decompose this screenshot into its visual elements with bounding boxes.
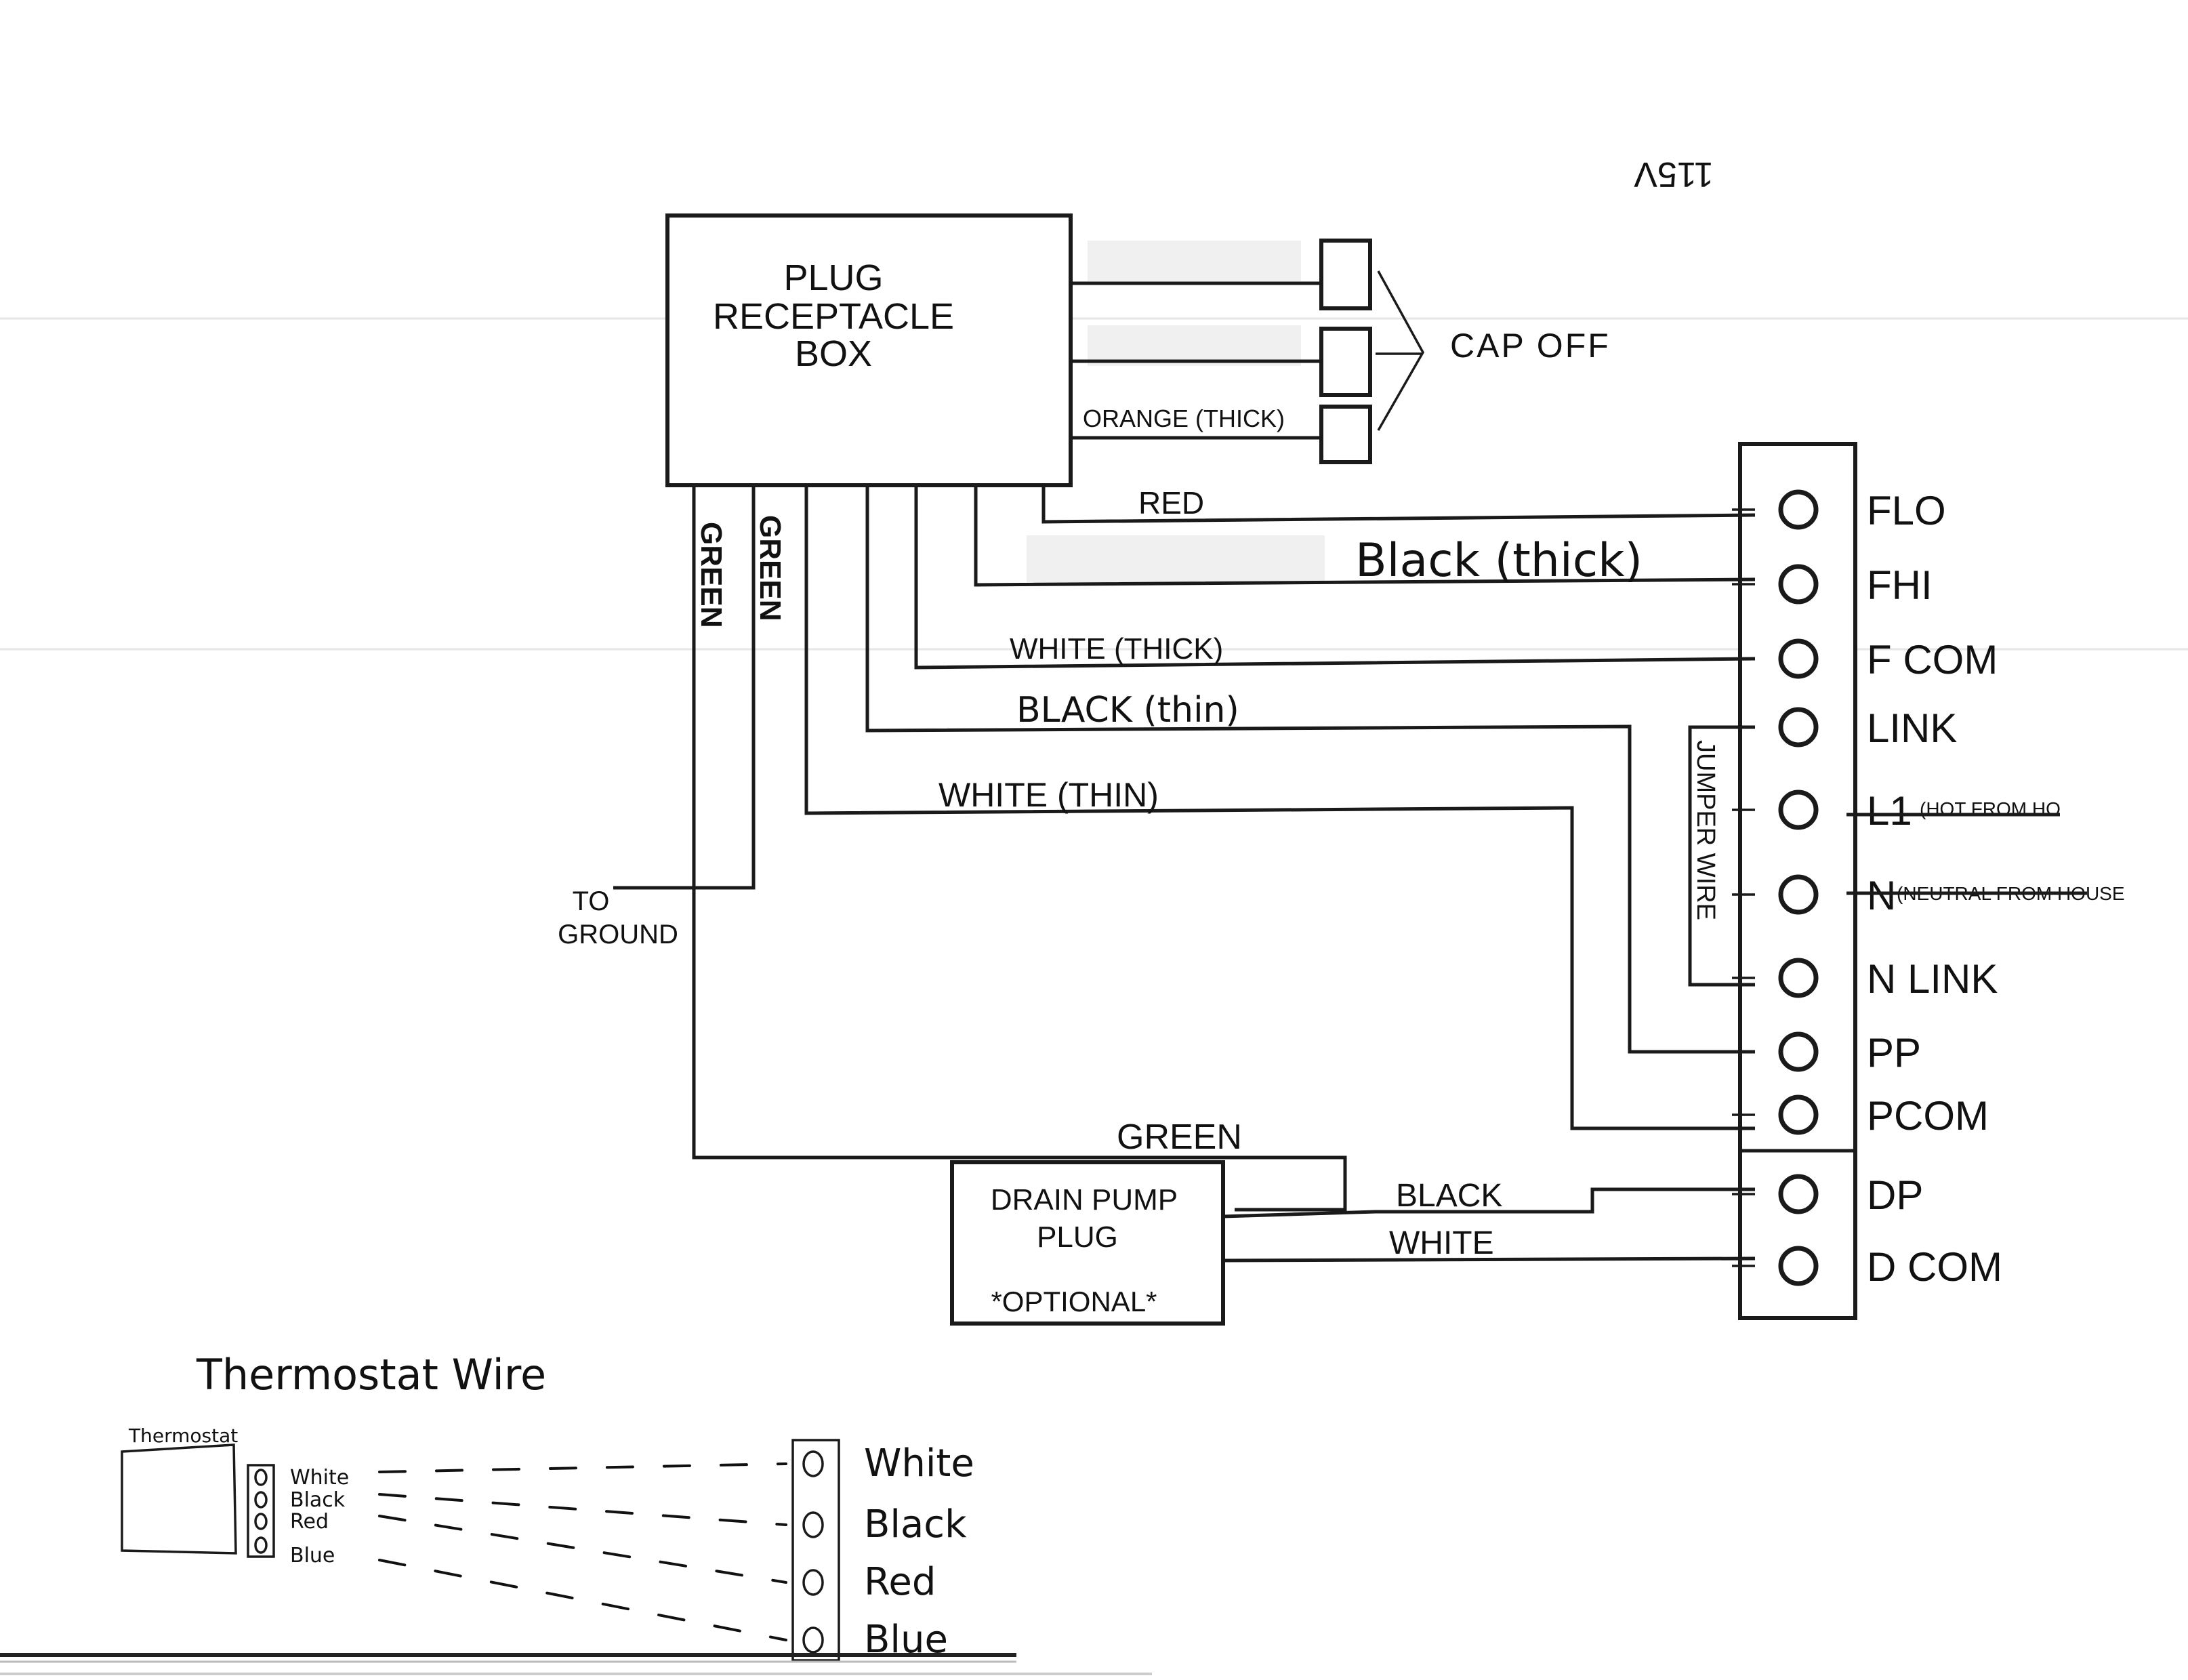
- terminal-screw-link: [1778, 707, 1819, 747]
- wire-black-thick: [974, 485, 1756, 587]
- wire-black-thin-label: BLACK (thin): [1016, 690, 1239, 731]
- wire-white-thin-label: WHITE (THIN): [938, 776, 1159, 814]
- thermostat-wire-black: [378, 1493, 787, 1526]
- thermostat-section: Thermostat Wire Thermostat WhiteBlackRed…: [121, 1350, 974, 1662]
- wire-drain-white-label: WHITE: [1389, 1225, 1494, 1261]
- terminal-label-n-link: N LINK: [1867, 956, 1998, 1002]
- terminal-screw-fhi: [1778, 564, 1819, 605]
- redaction-smear: [1088, 241, 1301, 281]
- terminal-label-pp: PP: [1867, 1030, 1921, 1075]
- plug-box-label-line3: BOX: [795, 333, 872, 374]
- plug-receptacle-box: PLUG RECEPTACLE BOX: [665, 213, 1073, 487]
- terminal-screw-flo: [1778, 489, 1819, 530]
- redaction-smear: [1088, 325, 1301, 366]
- terminal-label-fhi: FHI: [1867, 562, 1933, 608]
- plug-box-label-line2: RECEPTACLE: [713, 296, 954, 337]
- wire-white-thick: [914, 485, 1756, 670]
- voltage-label: 115V: [1634, 155, 1714, 194]
- orange-thick-label: ORANGE (THICK): [1083, 405, 1285, 432]
- thermostat-wire-blue: [378, 1559, 787, 1641]
- terminal-screw-dp: [1778, 1174, 1819, 1214]
- board-terminal-label-white: White: [864, 1441, 974, 1486]
- jumper-wire-label: JUMPER WIRE: [1691, 740, 1720, 920]
- board-terminal-label-black: Black: [864, 1502, 967, 1546]
- terminal-screw-n: [1778, 874, 1819, 915]
- thermostat-device-box: [121, 1443, 237, 1555]
- thermostat-wire-white: [378, 1462, 787, 1473]
- wire-white-thin: [804, 485, 1755, 1130]
- wire-drain-black: [1222, 1187, 1755, 1218]
- board-terminal-black: [802, 1511, 824, 1538]
- thermostat-terminal-label-red: Red: [290, 1510, 329, 1534]
- terminal-label-pcom: PCOM: [1867, 1093, 1989, 1139]
- board-terminal-red: [802, 1569, 824, 1596]
- wire-green-1-label: GREEN: [695, 522, 728, 628]
- voltage-label-text: 115V: [1634, 155, 1714, 194]
- wire-white-thick-label: WHITE (THICK): [1010, 632, 1223, 665]
- terminal-screw-l1: [1778, 790, 1819, 830]
- cap-off-bracket: [1377, 270, 1425, 431]
- ground-label-line2: GROUND: [558, 920, 678, 949]
- drain-pump-plug: DRAIN PUMP PLUG *OPTIONAL* BLACK WHITE: [950, 1160, 1756, 1326]
- terminal-label-flo: FLO: [1867, 488, 1946, 533]
- terminal-screw-pp: [1778, 1031, 1819, 1072]
- thermostat-title: Thermostat Wire: [196, 1350, 546, 1399]
- wire-black-thick-label: Black (thick): [1355, 534, 1643, 588]
- thermostat-terminal-blue: [254, 1536, 268, 1554]
- wire-green-2-label: GREEN: [754, 515, 787, 621]
- main-wires: RED Black (thick) WHITE (THICK) BLACK (t…: [804, 485, 2087, 1130]
- terminal-screw-f-com: [1778, 638, 1819, 679]
- wire-black-thin: [865, 485, 1755, 1054]
- thermostat-terminal-white: [254, 1469, 268, 1486]
- thermostat-terminal-red: [254, 1513, 268, 1530]
- terminal-label-f-com: F COM: [1867, 637, 1998, 682]
- cap-off-label: CAP OFF: [1450, 327, 1611, 365]
- wire-green-1: [692, 485, 1347, 1212]
- plug-box-label-line1: PLUG: [783, 258, 883, 298]
- terminal-screw-d-com: [1778, 1246, 1819, 1286]
- terminal-label-l1: L1: [1867, 788, 1912, 834]
- wire-red: [1041, 485, 1756, 524]
- terminal-screw-pcom: [1778, 1094, 1819, 1135]
- jumper-wire: [1688, 725, 1755, 987]
- wire-cap-3: [1319, 405, 1372, 464]
- cap-off-group: ORANGE (THICK) CAP OFF: [1071, 239, 1611, 464]
- wire-cap-2: [1319, 327, 1372, 397]
- terminal-label-n: N: [1867, 873, 1896, 918]
- board-terminal-blue: [802, 1626, 824, 1654]
- board-thermostat-terminal-strip: [791, 1439, 840, 1662]
- ground-label-line1: TO: [573, 886, 610, 916]
- drain-pump-optional-note: *OPTIONAL*: [991, 1286, 1157, 1317]
- board-terminal-label-red: Red: [864, 1560, 936, 1604]
- thermostat-terminal-black: [254, 1491, 268, 1509]
- terminal-label-dp: DP: [1867, 1172, 1923, 1218]
- drain-pump-label-line1: DRAIN PUMP: [991, 1183, 1178, 1216]
- terminal-label-d-com: D COM: [1867, 1244, 2002, 1290]
- terminal-screw-n-link: [1778, 958, 1819, 998]
- ground-wires: GREEN GREEN TO GROUND GREEN: [558, 485, 1347, 1212]
- thermostat-terminal-label-white: White: [290, 1466, 349, 1490]
- thermostat-terminal-label-black: Black: [290, 1488, 346, 1512]
- thermostat-wire-red: [378, 1515, 787, 1584]
- wire-green-drain-label: GREEN: [1117, 1118, 1242, 1157]
- wire-green-2: [613, 485, 756, 890]
- wire-cap-1: [1319, 239, 1372, 310]
- thermostat-terminal-label-blue: Blue: [290, 1544, 335, 1568]
- terminal-label-link: LINK: [1867, 705, 1957, 751]
- thermostat-terminal-strip: [247, 1464, 275, 1558]
- drain-pump-label-line2: PLUG: [1037, 1221, 1118, 1254]
- wire-drain-black-label: BLACK: [1396, 1178, 1502, 1214]
- wire-drain-white: [1222, 1256, 1756, 1263]
- wire-red-label: RED: [1138, 485, 1204, 520]
- board-terminal-white: [802, 1450, 824, 1477]
- redaction-smear: [1027, 535, 1325, 583]
- thermostat-device-label: Thermostat: [128, 1425, 238, 1447]
